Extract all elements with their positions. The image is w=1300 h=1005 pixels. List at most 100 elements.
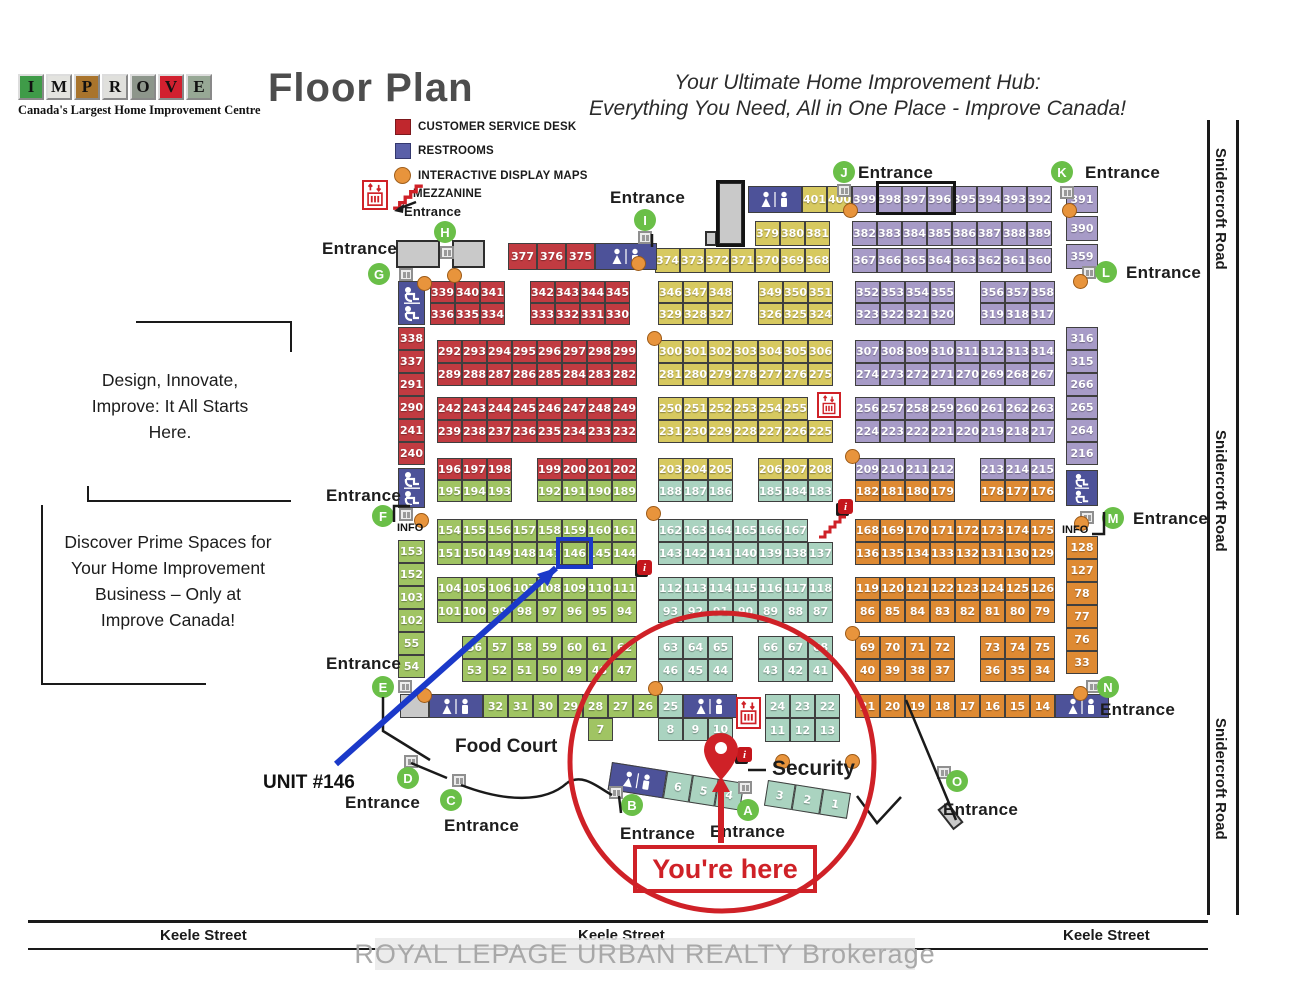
unit-122: 122	[930, 577, 955, 600]
unit-71: 71	[905, 636, 930, 659]
unit-282: 282	[612, 363, 637, 386]
accessible-icon	[403, 472, 420, 505]
keele-street-line-top	[28, 920, 1208, 923]
unit-61: 61	[587, 636, 612, 659]
unit-368: 368	[805, 248, 830, 273]
unit-18: 18	[930, 694, 955, 718]
unit-131: 131	[980, 542, 1005, 565]
unit-21: 21	[855, 694, 880, 718]
unit-228: 228	[733, 420, 758, 443]
entrance-marker-f: F	[372, 505, 394, 527]
accessible-icon	[403, 287, 420, 322]
unit-190: 190	[587, 480, 612, 502]
unit-94: 94	[612, 600, 637, 623]
unit-135: 135	[880, 542, 905, 565]
unit-187: 187	[683, 480, 708, 502]
unit-147: 147	[537, 542, 562, 565]
unit-7: 7	[588, 718, 613, 741]
legend-item-red-square: CUSTOMER SERVICE DESK	[395, 119, 576, 135]
unit-218: 218	[1005, 420, 1030, 443]
unit-102: 102	[398, 609, 425, 632]
unit-248: 248	[587, 397, 612, 420]
unit-123: 123	[955, 577, 980, 600]
unit-343: 343	[555, 281, 580, 303]
unit-row: 33	[1066, 651, 1098, 674]
unit-3: 3	[763, 780, 796, 811]
unit-271: 271	[930, 363, 955, 386]
unit-cluster	[398, 468, 425, 508]
structure-block	[718, 182, 743, 245]
snidercroft-road-line-left	[1207, 120, 1210, 915]
unit-row: 77	[1066, 605, 1098, 628]
logo-letter-tile: E	[186, 74, 212, 100]
unit-389: 389	[1027, 221, 1052, 246]
unit-397: 397	[902, 186, 927, 213]
unit-161: 161	[612, 519, 637, 542]
unit-353: 353	[880, 281, 905, 303]
interactive-display-map-icon	[414, 513, 429, 528]
unit-177: 177	[1005, 480, 1030, 502]
unit-247: 247	[562, 397, 587, 420]
logo-letter-tile: M	[46, 74, 72, 100]
unit-162: 162	[658, 519, 683, 542]
unit-270: 270	[955, 363, 980, 386]
unit-207: 207	[783, 458, 808, 480]
restroom-icon	[622, 771, 650, 790]
unit-39: 39	[880, 659, 905, 682]
unit-171: 171	[930, 519, 955, 542]
unit-281: 281	[658, 363, 683, 386]
unit-row: 25	[658, 694, 737, 718]
unit-382: 382	[852, 221, 877, 246]
unit-299: 299	[612, 340, 637, 363]
unit-117: 117	[783, 577, 808, 600]
hub-tagline: Your Ultimate Home Improvement Hub: Ever…	[560, 70, 1155, 123]
interactive-display-map-icon	[1074, 516, 1089, 531]
accessible-icon	[1074, 473, 1090, 503]
unit-139: 139	[758, 542, 783, 565]
unit-83: 83	[930, 600, 955, 623]
unit-234: 234	[562, 420, 587, 443]
door-icon	[440, 246, 454, 259]
unit-292: 292	[437, 340, 462, 363]
unit-337: 337	[398, 350, 425, 373]
unit-120: 120	[880, 577, 905, 600]
unit-80: 80	[1005, 600, 1030, 623]
unit-286: 286	[512, 363, 537, 386]
structure-block	[705, 231, 717, 246]
interactive-display-map-icon	[1073, 686, 1088, 701]
unit-114: 114	[708, 577, 733, 600]
unit-119: 119	[855, 577, 880, 600]
unit-188: 188	[658, 480, 683, 502]
unit-17: 17	[955, 694, 980, 718]
unit-345: 345	[605, 281, 630, 303]
stairs-icon	[819, 515, 846, 539]
entrance-label-l: Entrance	[1126, 263, 1202, 282]
unit-328: 328	[683, 303, 708, 325]
unit-257: 257	[880, 397, 905, 420]
info-label: INFO	[397, 522, 424, 534]
unit-224: 224	[855, 420, 880, 443]
